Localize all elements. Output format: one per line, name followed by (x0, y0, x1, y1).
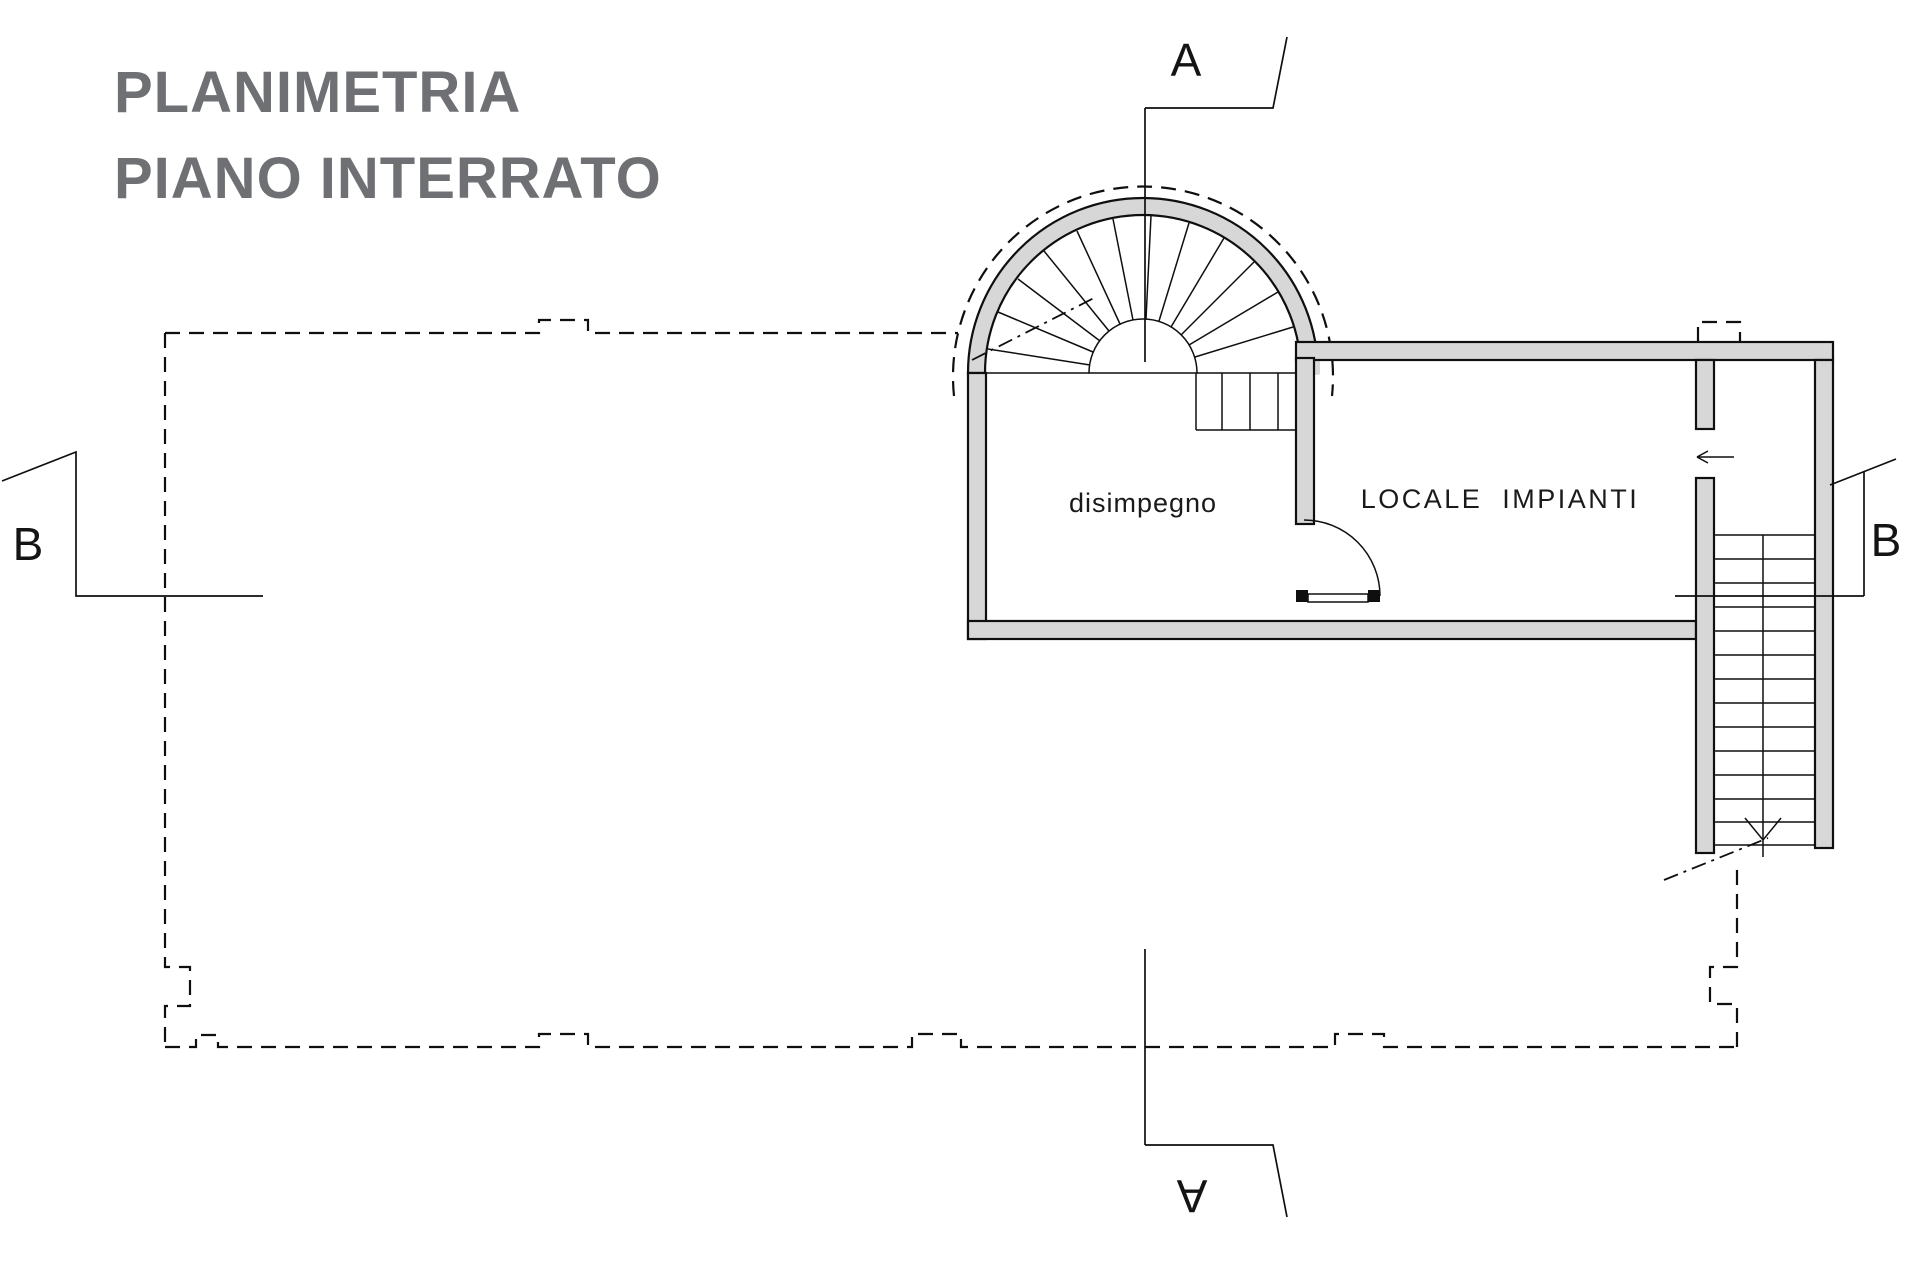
room-label-locale-impianti: LOCALE IMPIANTI (1361, 484, 1640, 514)
stair-treads (1714, 534, 1815, 846)
divider-wall (1294, 356, 1316, 526)
outline-bottom-edge (165, 1032, 1737, 1049)
stair-direction-arrow-icon (1744, 817, 1782, 842)
section-marker-b-right: B (1871, 514, 1902, 566)
straight-staircase (1663, 534, 1815, 881)
drawing-title: PLANIMETRIA PIANO INTERRATO (114, 60, 662, 211)
section-marker-a-top: A (1171, 34, 1202, 86)
door-jamb-right (1368, 590, 1380, 602)
outline-top-edge (165, 318, 958, 335)
section-a-top-flag (1145, 36, 1288, 109)
bottom-wall (966, 619, 1698, 641)
spiral-stair-straight-run (1195, 372, 1296, 431)
doors (1296, 450, 1734, 603)
section-a-bottom-flag (1145, 1144, 1288, 1218)
room-label-disimpegno: disimpegno (1069, 488, 1217, 518)
section-marker-a-bottom: A (1176, 1170, 1207, 1222)
walls (951, 185, 1835, 855)
section-b-right-diagonal (1829, 458, 1897, 486)
outline-right-edge (1708, 863, 1739, 1047)
door-disimpegno-locale (1296, 519, 1381, 603)
door-leaf (1307, 593, 1369, 603)
spiral-staircase (971, 215, 1296, 431)
stairshaft-right-wall (1813, 358, 1835, 850)
arch-outer-dashed-arc (951, 185, 1335, 397)
spiral-hub (1088, 318, 1198, 374)
dashed-footprint-outline (163, 318, 1742, 1049)
door-stairshaft (1696, 450, 1734, 464)
outline-topright-notch (1696, 320, 1742, 342)
spiral-axis-dashdot (971, 296, 1097, 361)
outline-left-edge (163, 333, 192, 1047)
section-markers: A A B B (1, 34, 1902, 1222)
section-marker-b-left: B (13, 518, 44, 570)
door-swing-arc (1303, 519, 1381, 597)
stairshaft-left-wall (1694, 476, 1716, 855)
top-wall (1294, 340, 1835, 362)
door-arrow-icon (1696, 450, 1709, 464)
title-line-2: PIANO INTERRATO (114, 146, 662, 211)
title-line-1: PLANIMETRIA (114, 60, 521, 125)
stair-cut-line-dashdot (1663, 837, 1769, 881)
room-labels: disimpegno LOCALE IMPIANTI (1069, 484, 1640, 518)
spiral-treads (987, 215, 1294, 366)
left-wall (966, 371, 988, 641)
section-b-left-flag (1, 450, 263, 597)
door-jamb-left (1296, 590, 1308, 602)
stairshaft-left-wall-stub (1694, 358, 1716, 431)
